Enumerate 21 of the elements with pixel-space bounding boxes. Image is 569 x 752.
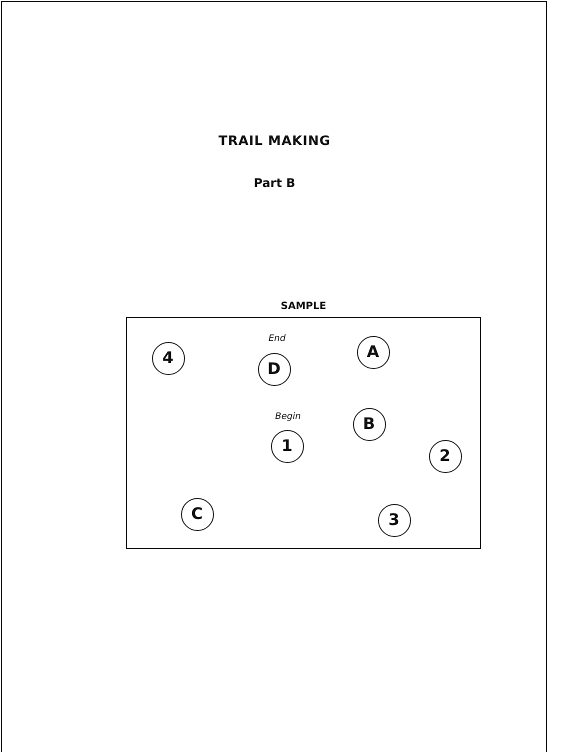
title: TRAIL MAKING xyxy=(217,134,332,149)
node-label: 4 xyxy=(162,350,174,366)
node-label: D xyxy=(267,361,281,377)
circle-node xyxy=(258,352,290,386)
circle-node xyxy=(378,504,410,536)
node-label: 2 xyxy=(439,448,451,464)
subtitle: Part B xyxy=(252,176,296,190)
frame-heading: SAMPLE xyxy=(280,301,328,312)
node-caption: End xyxy=(268,334,286,344)
circle-node xyxy=(270,430,304,462)
node-label: B xyxy=(362,416,376,432)
node-caption: Begin xyxy=(275,412,301,422)
node-label: 3 xyxy=(388,512,400,528)
node-label: 1 xyxy=(281,438,293,454)
node-label: A xyxy=(366,344,380,360)
circle-node xyxy=(352,408,386,440)
circle-node xyxy=(152,342,184,374)
circle-node xyxy=(428,440,462,472)
node-label: C xyxy=(191,506,203,522)
circle-node xyxy=(180,498,214,530)
circle-node xyxy=(356,336,390,368)
